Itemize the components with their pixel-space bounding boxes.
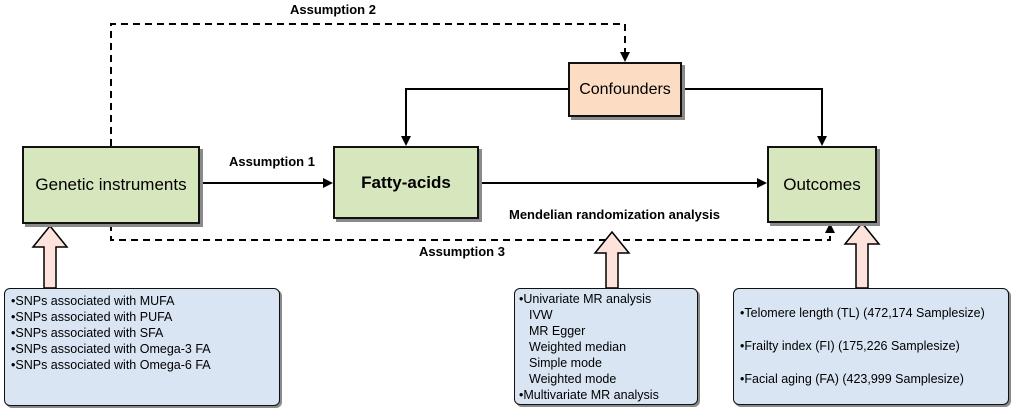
assumption3-dashed-arrow — [110, 223, 835, 241]
snps-list: •SNPs associated with MUFA •SNPs associa… — [11, 293, 211, 373]
list-item: IVW — [529, 308, 553, 322]
list-item: •SNPs associated with PUFA — [11, 310, 173, 324]
list-item: •SNPs associated with MUFA — [11, 294, 175, 308]
list-item: •Frailty index (FI) (175,226 Samplesize) — [740, 339, 960, 353]
assumption2-dashed-arrow — [110, 23, 630, 146]
list-item: Weighted median — [529, 340, 627, 354]
list-item: •SNPs associated with SFA — [11, 326, 164, 340]
outcome-list: •Telomere length (TL) (472,174 Samplesiz… — [740, 305, 985, 404]
outcomes-label: Outcomes — [783, 174, 861, 194]
list-item: •Telomere length (TL) (472,174 Samplesiz… — [740, 306, 985, 320]
outcome-up-arrow — [843, 221, 881, 289]
assumption3-label: Assumption 3 — [419, 244, 505, 259]
confounders-to-outcomes-arrow — [682, 88, 827, 146]
mr-methods-list: •Univariate MR analysis IVW MR Egger Wei… — [519, 291, 659, 403]
assumption1-label: Assumption 1 — [229, 154, 315, 169]
list-item: Weighted mode — [529, 372, 617, 386]
outcomes-node: Outcomes — [767, 146, 877, 223]
confounders-to-fatty-arrow — [401, 88, 568, 146]
fatty-acids-node: Fatty-acids — [333, 146, 479, 219]
mr-methods-box: •Univariate MR analysis IVW MR Egger Wei… — [514, 288, 698, 405]
genetic-instruments-node: Genetic instruments — [22, 146, 200, 224]
snps-up-arrow — [31, 224, 69, 289]
outcome-info-box: •Telomere length (TL) (472,174 Samplesiz… — [733, 288, 1009, 405]
mr-analysis-label: Mendelian randomization analysis — [509, 207, 720, 222]
list-item: Simple mode — [529, 356, 602, 370]
confounders-node: Confounders — [568, 62, 682, 117]
list-item: •Univariate MR analysis — [519, 292, 652, 306]
snps-info-box: •SNPs associated with MUFA •SNPs associa… — [4, 288, 280, 406]
list-item: •Facial aging (FA) (423,999 Samplesize) — [740, 372, 964, 386]
list-item: •SNPs associated with Omega-3 FA — [11, 342, 211, 356]
list-item: MR Egger — [529, 324, 586, 338]
list-item: •Multivariate MR analysis — [519, 388, 659, 402]
assumption2-label: Assumption 2 — [290, 2, 376, 17]
list-item: •SNPs associated with Omega-6 FA — [11, 358, 211, 372]
fatty-acids-label: Fatty-acids — [361, 172, 451, 192]
confounders-label: Confounders — [579, 80, 671, 98]
genetic-instruments-label: Genetic instruments — [35, 175, 187, 194]
